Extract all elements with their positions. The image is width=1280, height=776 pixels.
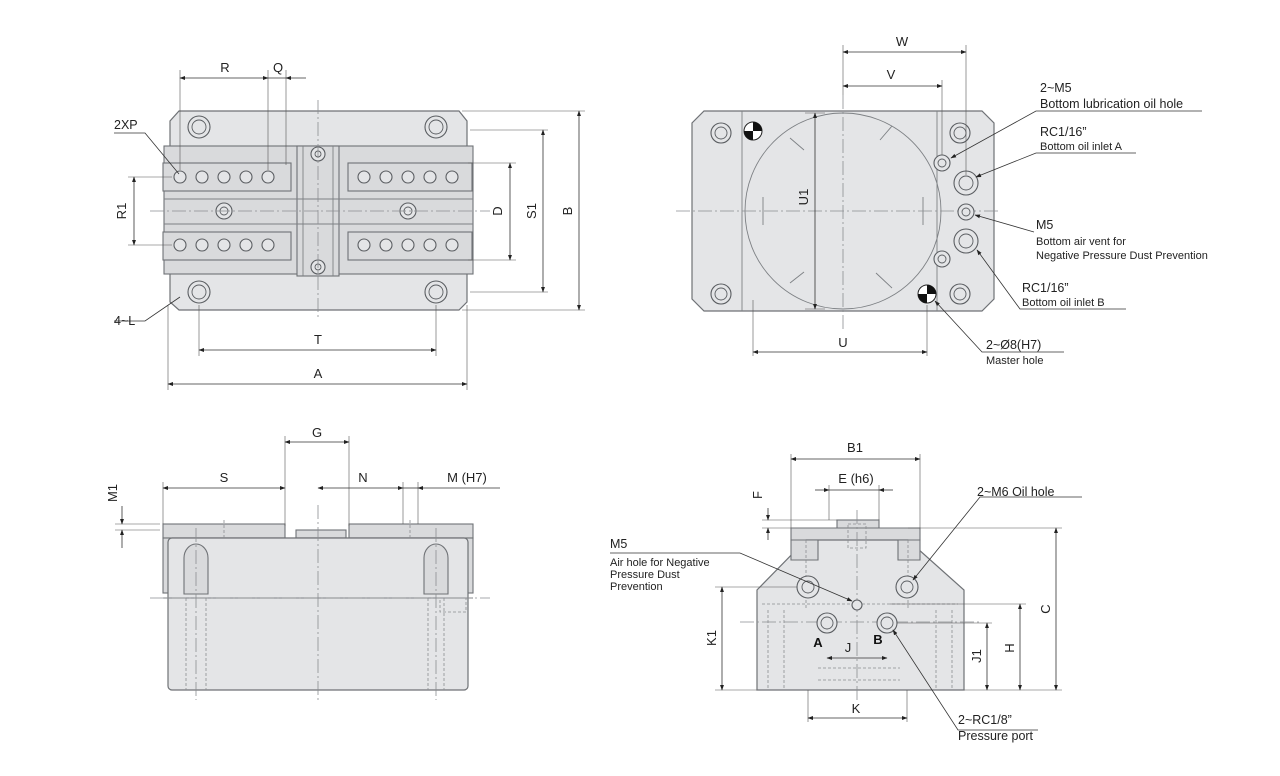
- bottom-view: W V U1 U 2~M5 Bottom lubrication oil hol…: [676, 34, 1208, 367]
- side-cam-right: [423, 543, 449, 595]
- callout-air-line3: Prevention: [610, 581, 663, 593]
- dim-r: R: [220, 60, 229, 75]
- dim-s1: S1: [524, 203, 539, 219]
- dim-a: A: [314, 366, 323, 381]
- dim-r1: R1: [114, 203, 129, 220]
- callout-inlet-a-desc: Bottom oil inlet A: [1040, 141, 1123, 153]
- port-a-label: A: [813, 635, 823, 650]
- side-view: G S N M (H7) M1: [105, 425, 500, 700]
- dim-j1: J1: [969, 649, 984, 663]
- top-view: R Q R1 D S1 B T A 2XP 4~L: [114, 60, 585, 390]
- dim-t: T: [314, 332, 322, 347]
- dim-j: J: [845, 640, 852, 655]
- callout-lube-code: 2~M5: [1040, 81, 1072, 95]
- dim-k: K: [852, 701, 861, 716]
- callout-pressure-desc: Pressure port: [958, 729, 1034, 743]
- dim-c: C: [1038, 604, 1053, 613]
- end-view-body: [756, 539, 965, 691]
- dim-s: S: [220, 470, 229, 485]
- dim-q: Q: [273, 60, 283, 75]
- port-b-label: B: [873, 632, 882, 647]
- dim-u: U: [838, 335, 847, 350]
- callout-air-line1: Air hole for Negative: [610, 557, 710, 569]
- callout-inlet-a-code: RC1/16”: [1040, 125, 1087, 139]
- callout-vent-code: M5: [1036, 218, 1053, 232]
- dim-v: V: [887, 67, 896, 82]
- side-jaw-right: [348, 523, 474, 539]
- dim-k1: K1: [704, 630, 719, 646]
- callout-inlet-b-desc: Bottom oil inlet B: [1022, 297, 1105, 309]
- dim-h: H: [1002, 643, 1017, 652]
- corner-bolts: [187, 115, 448, 304]
- jaw-holes: [173, 170, 459, 252]
- callout-master-desc: Master hole: [986, 355, 1043, 367]
- dim-m1: M1: [105, 484, 120, 502]
- side-cam-left: [183, 543, 209, 595]
- dim-m: M (H7): [447, 470, 487, 485]
- bottom-corner-holes: [710, 122, 971, 305]
- end-jaw-right: [897, 539, 921, 561]
- end-view: B1 E (h6) F K1 J J1 H C K A B 2~M6 Oil h…: [610, 440, 1082, 743]
- callout-pressure-code: 2~RC1/8”: [958, 713, 1012, 727]
- callout-4l: 4~L: [114, 314, 135, 328]
- dim-d: D: [490, 206, 505, 215]
- dim-f: F: [750, 491, 765, 499]
- master-hole-icon: [743, 121, 763, 141]
- dim-n: N: [358, 470, 367, 485]
- side-center-bar: [295, 529, 347, 539]
- dim-e: E (h6): [838, 471, 873, 486]
- dim-w: W: [896, 34, 909, 49]
- master-hole-icon: [917, 284, 937, 304]
- dim-u1: U1: [796, 189, 811, 206]
- dim-b1: B1: [847, 440, 863, 455]
- callout-oil-hole: 2~M6 Oil hole: [977, 485, 1055, 499]
- callout-2xp: 2XP: [114, 118, 138, 132]
- end-jaw-left: [790, 539, 819, 561]
- callout-air-code: M5: [610, 537, 627, 551]
- callout-lube-desc: Bottom lubrication oil hole: [1040, 97, 1183, 111]
- end-top-plate: [790, 527, 921, 541]
- callout-vent-desc2: Negative Pressure Dust Prevention: [1036, 250, 1208, 262]
- dim-b: B: [560, 207, 575, 216]
- callout-vent-desc1: Bottom air vent for: [1036, 236, 1126, 248]
- callout-air-line2: Pressure Dust: [610, 569, 680, 581]
- callout-master-code: 2~Ø8(H7): [986, 338, 1041, 352]
- callout-inlet-b-code: RC1/16”: [1022, 281, 1069, 295]
- dim-g: G: [312, 425, 322, 440]
